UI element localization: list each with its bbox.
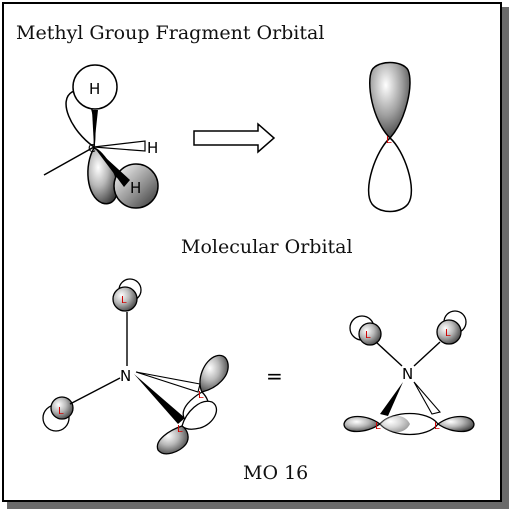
- nitrogen-label: N: [120, 367, 131, 385]
- bond-c-h-right: [93, 140, 146, 152]
- carbon-label: C: [88, 142, 96, 155]
- lobe-marker: L: [198, 390, 204, 401]
- h-label-right: H: [147, 139, 158, 157]
- fragment-orbital-title: Methyl Group Fragment Orbital: [16, 22, 325, 44]
- mo-right-lobe-center-shade: [380, 415, 410, 433]
- lobe-marker: L: [121, 295, 127, 306]
- h-sphere-bottom: [113, 163, 159, 209]
- h-label-top: H: [89, 80, 100, 98]
- bond-n-left: [69, 377, 121, 405]
- nitrogen-label: N: [402, 365, 413, 383]
- bond-n-h-left: [375, 341, 403, 367]
- mo-left-top-shaded-lobe: [112, 286, 138, 312]
- mo-number-label: MO 16: [243, 462, 309, 484]
- lobe-marker: L: [365, 330, 371, 341]
- transform-arrow: [193, 122, 276, 154]
- mo-right-structure: L L N L L: [343, 310, 475, 436]
- bond-n-wedge-down: [380, 382, 403, 416]
- fragment-orbital-bottom-lobe: [367, 137, 413, 213]
- mo-right-lobe-far-right: [436, 415, 475, 433]
- bond-n-hash: [135, 371, 201, 393]
- bond-n-h-right: [413, 341, 441, 367]
- lobe-marker: L: [386, 135, 392, 146]
- bond-c-ch3: [43, 146, 95, 176]
- fragment-orbital-top-lobe: [369, 61, 411, 140]
- methyl-fragment: C H H H: [43, 64, 159, 209]
- fragment-orbital: L: [367, 61, 413, 213]
- lobe-marker: L: [58, 406, 64, 417]
- bond-c-h-bottom: [94, 147, 130, 187]
- equals-sign: =: [266, 364, 283, 388]
- bond-n-hash-down: [413, 381, 442, 415]
- bond-n-wedge: [134, 374, 185, 424]
- lobe-marker: L: [375, 421, 381, 432]
- bond-c-h-top: [92, 110, 98, 147]
- mo-left-p-lobe-lower: [156, 425, 189, 455]
- lobe-marker: L: [434, 421, 440, 432]
- mo-right-h-left-shaded: [358, 322, 382, 346]
- mo-right-h-right-shaded: [436, 319, 462, 345]
- lobe-marker: L: [177, 424, 183, 435]
- molecular-orbital-title: Molecular Orbital: [181, 236, 353, 258]
- mo-left-p-lobe-lower-white: [181, 400, 217, 430]
- h-sphere-top: [72, 64, 118, 110]
- mo-right-lobe-far-left: [343, 415, 382, 433]
- methyl-lower-lobe: [87, 147, 119, 205]
- mo-left-structure: L L N L L: [42, 278, 229, 455]
- mo-left-lower-shaded-lobe: [50, 396, 74, 420]
- lobe-marker: L: [445, 328, 451, 339]
- mo-left-p-lobe-upper: [199, 354, 229, 393]
- h-label-bottom: H: [130, 179, 141, 197]
